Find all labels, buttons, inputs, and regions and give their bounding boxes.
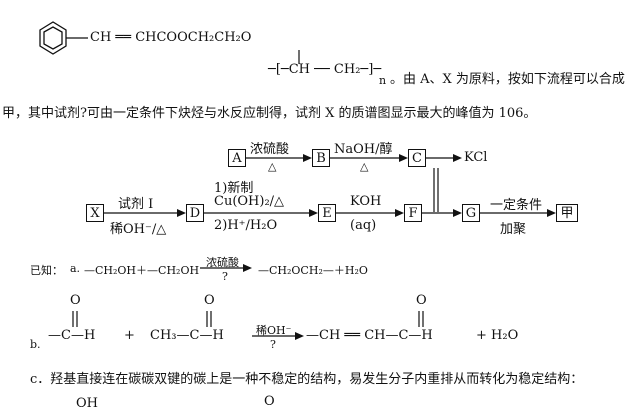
known-b-product: —CH ══ CH—C—H <box>306 328 433 343</box>
known-b-reactant2: CH₃—C—H <box>150 328 224 343</box>
known-b-o3: O <box>416 293 427 308</box>
ef-condition-top: KOH <box>350 194 382 209</box>
de-condition-1: 1)新制 <box>214 181 254 196</box>
known-label: 已知： <box>30 264 63 277</box>
ab-condition-bottom: △ <box>268 160 277 173</box>
known-b-plus1: + <box>124 328 135 343</box>
ab-condition-top: 浓硫酸 <box>250 142 290 157</box>
known-b-reactant1: —C—H <box>48 328 96 343</box>
box-d: D <box>186 204 204 222</box>
de-condition-3: 2)H⁺/H₂O <box>214 218 278 233</box>
known-b-o2: O <box>204 293 215 308</box>
bc-condition-bottom: △ <box>360 160 369 173</box>
box-x: X <box>86 204 104 222</box>
known-a-cond-top: 浓硫酸 <box>206 256 239 269</box>
box-b: B <box>312 149 330 167</box>
benzene-ring-icon <box>39 21 67 55</box>
known-a-reactants: —CH₂OH＋—CH₂OH <box>84 264 200 277</box>
box-f: F <box>404 204 422 222</box>
box-e: E <box>318 204 336 222</box>
known-a-products: —CH₂OCH₂—＋H₂O <box>258 264 368 277</box>
polymer-unit: ─[─CH ── CH₂─]─ <box>268 62 382 77</box>
intro-line1-tail: 。由 A、X 为原料，按如下流程可以合成 <box>390 72 625 87</box>
bc-condition-top: NaOH/醇 <box>334 142 393 157</box>
box-a: A <box>228 149 246 167</box>
known-b-cond-top: 稀OH⁻ <box>256 324 292 337</box>
known-b-prefix: b. <box>30 338 41 351</box>
known-b-o1: O <box>70 293 81 308</box>
known-c-text: c．羟基直接连在碳碳双键的碳上是一种不稳定的结构，易发生分子内重排从而转化为稳定… <box>30 372 584 387</box>
known-a-prefix: a. <box>70 262 81 275</box>
known-b-plus2: + H₂O <box>476 328 519 343</box>
box-product: 甲 <box>556 204 578 222</box>
polymer-n: n <box>379 74 387 87</box>
known-a-cond-bottom: ? <box>222 270 228 283</box>
arrow-heads <box>177 154 556 340</box>
known-c-o: O <box>264 394 275 409</box>
known-c-oh: OH <box>76 396 98 411</box>
flow-lines <box>72 157 550 337</box>
box-c: C <box>408 149 426 167</box>
xd-condition-top: 试剂 I <box>118 197 154 212</box>
intro-line2: 甲，其中试剂?可由一定条件下炔烃与水反应制得，试剂 X 的质谱图显示最大的峰值为… <box>2 106 537 121</box>
de-condition-2: Cu(OH)₂/△ <box>214 194 285 209</box>
gp-condition-top: 一定条件 <box>490 198 543 213</box>
box-g: G <box>462 204 480 222</box>
gp-condition-bottom: 加聚 <box>500 222 527 237</box>
xd-condition-bottom: 稀OH⁻/△ <box>110 222 167 237</box>
kcl-label: KCl <box>464 150 488 165</box>
vinyl-ester-formula: CH ══ CHCOOCH₂CH₂O <box>90 30 252 45</box>
ef-condition-bottom: (aq) <box>350 218 377 233</box>
known-b-cond-bottom: ? <box>270 338 276 351</box>
